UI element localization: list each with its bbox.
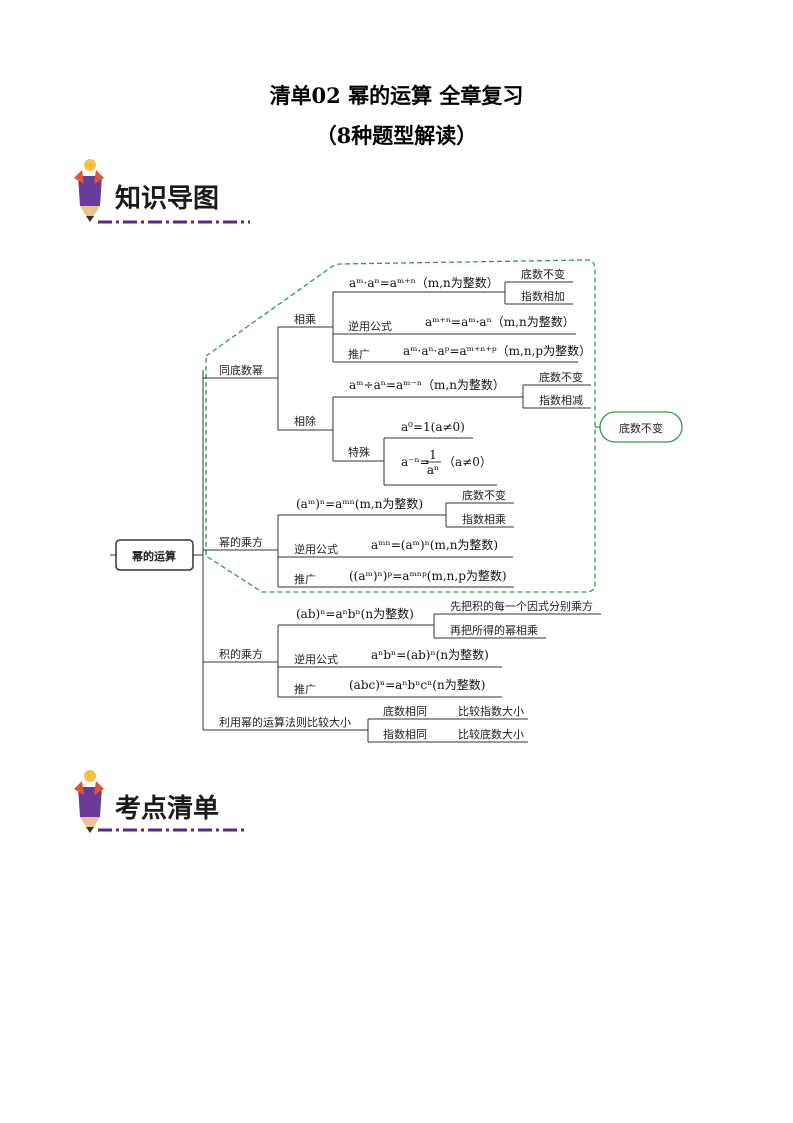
case-bijiao-zhishu: 比较指数大小 <box>458 704 524 718</box>
page-title: 清单02 幂的运算 全章复习 <box>269 83 524 108</box>
formula-product-extended: (abc)ⁿ=aⁿbⁿcⁿ(n为整数) <box>349 677 485 692</box>
node-niyong: 逆用公式 <box>294 652 338 666</box>
svg-text:aⁿ: aⁿ <box>427 463 439 477</box>
node-teshu: 特殊 <box>348 445 370 459</box>
pencil-mascot-icon <box>74 770 104 833</box>
formula-product-inverse: aⁿbⁿ=(ab)ⁿ(n为整数) <box>371 647 489 662</box>
page-subtitle: （8种题型解读） <box>315 123 478 148</box>
node-niyong: 逆用公式 <box>294 542 338 556</box>
node-tuiguang: 推广 <box>294 572 316 586</box>
rule-zhishu-xiangcheng: 指数相乘 <box>462 512 506 526</box>
formula-power: (aᵐ)ⁿ=aᵐⁿ(m,n为整数) <box>296 496 423 511</box>
formula-mult: aᵐ·aⁿ=aᵐ⁺ⁿ（m,n为整数） <box>349 275 499 290</box>
rule-dishu-bubian: 底数不变 <box>539 370 583 384</box>
node-mi-chengfang: 幂的乘方 <box>219 535 263 549</box>
node-bijiao: 利用幂的运算法则比较大小 <box>219 715 351 729</box>
rule-zhishu-xiangjian: 指数相减 <box>539 393 583 407</box>
formula-product: (ab)ⁿ=aⁿbⁿ(n为整数) <box>296 606 414 621</box>
formula-power-extended: ((aᵐ)ⁿ)ᵖ=aᵐⁿᵖ(m,n,p为整数) <box>349 568 507 583</box>
node-tuiguang: 推广 <box>294 682 316 696</box>
formula-zero-exponent: a⁰=1(a≠0) <box>401 420 465 434</box>
section-banner-points: 考点清单 <box>74 770 248 833</box>
case-dishu-xiangtong: 底数相同 <box>383 704 427 718</box>
callout-text: 底数不变 <box>619 421 663 435</box>
root-node-label: 幂的运算 <box>131 549 176 563</box>
node-ji-chengfang: 积的乘方 <box>219 647 263 661</box>
pencil-mascot-icon <box>74 159 104 222</box>
rule-zhishu-xiangjia: 指数相加 <box>521 289 565 303</box>
formula-mult-inverse: aᵐ⁺ⁿ=aᵐ·aⁿ（m,n为整数） <box>425 314 575 329</box>
formula-mult-extended: aᵐ·aⁿ·aᵖ=aᵐ⁺ⁿ⁺ᵖ（m,n,p为整数） <box>403 343 591 358</box>
svg-text:a⁻ⁿ=: a⁻ⁿ= <box>401 455 430 469</box>
rule-dishu-bubian: 底数不变 <box>521 267 565 281</box>
node-xiangcheng: 相乘 <box>294 313 316 326</box>
root-node <box>115 539 194 571</box>
rule-product-step2: 再把所得的幂相乘 <box>450 623 538 637</box>
node-tongdishu: 同底数幂 <box>219 363 263 377</box>
callout-bubble <box>599 411 683 443</box>
dashed-group-outline <box>205 259 596 593</box>
formula-negative-exponent: a⁻ⁿ= 1 aⁿ （a≠0） <box>401 448 492 477</box>
rule-dishu-bubian: 底数不变 <box>462 488 506 502</box>
node-xiangchu: 相除 <box>294 414 316 428</box>
formula-power-inverse: aᵐⁿ=(aᵐ)ⁿ(m,n为整数) <box>371 537 498 552</box>
case-zhishu-xiangtong: 指数相同 <box>383 727 427 741</box>
section-banner-map: 知识导图 <box>74 159 250 224</box>
svg-text:1: 1 <box>429 448 437 462</box>
section-title-points: 考点清单 <box>115 793 219 824</box>
section-title-map: 知识导图 <box>115 184 219 214</box>
node-niyong: 逆用公式 <box>348 319 392 333</box>
node-tuiguang: 推广 <box>348 347 370 361</box>
rule-product-step1: 先把积的每一个因式分别乘方 <box>450 599 593 613</box>
svg-text:（a≠0）: （a≠0） <box>443 455 492 469</box>
formula-div: aᵐ÷aⁿ=aᵐ⁻ⁿ（m,n为整数） <box>349 377 505 392</box>
case-bijiao-dishu: 比较底数大小 <box>458 727 524 741</box>
